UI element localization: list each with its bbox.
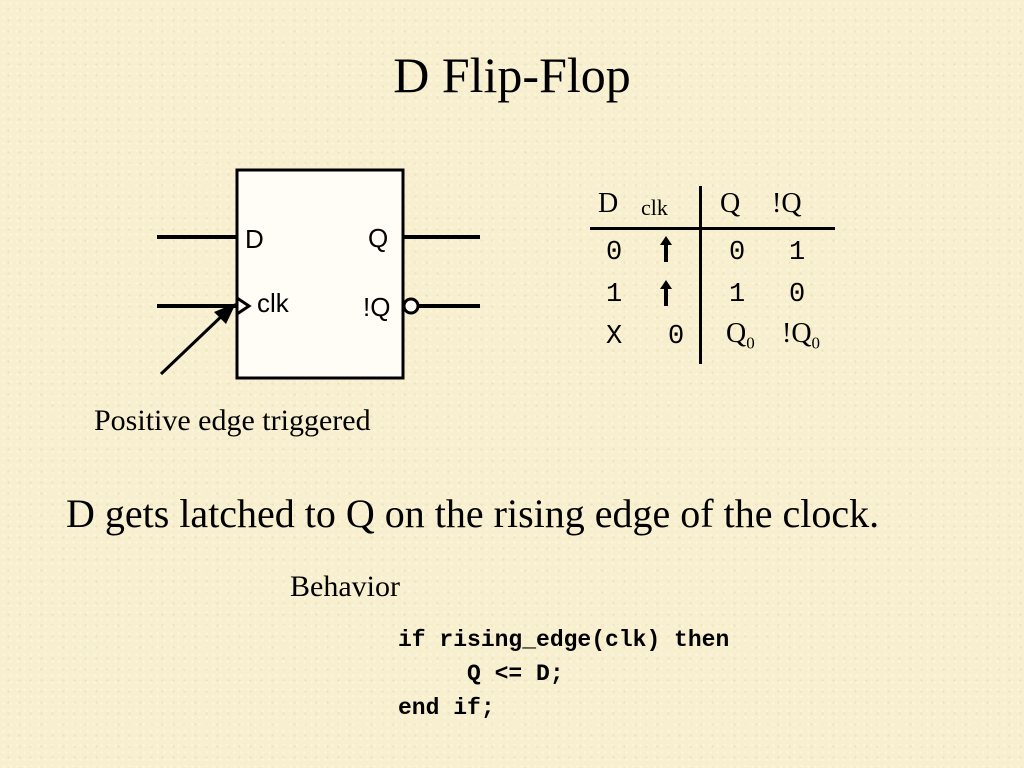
tt-cell: 0 — [668, 322, 685, 352]
code-line: Q <= D; — [467, 661, 564, 687]
code-line: end if; — [398, 695, 495, 721]
tt-cell: 1 — [729, 280, 746, 310]
main-statement: D gets latched to Q on the rising edge o… — [66, 491, 880, 536]
flip-flop-box — [235, 168, 405, 380]
pin-label-d: D — [245, 224, 264, 254]
rising-edge-arrow-icon — [660, 280, 672, 306]
tt-header-clk: clk — [641, 195, 668, 220]
pin-label-q: Q — [368, 223, 388, 253]
tt-cell-qbar-prev: !Q0 — [782, 318, 821, 353]
pin-label-qbar: !Q — [363, 292, 390, 322]
inversion-bubble — [402, 297, 420, 315]
diagram-caption: Positive edge triggered — [94, 404, 371, 437]
tt-cell: 0 — [789, 280, 806, 310]
flip-flop-symbol: D clk Q !Q — [157, 168, 480, 380]
pointer-arrow-shaft — [159, 310, 228, 376]
tt-header-qbar: !Q — [772, 188, 802, 219]
slide-title: D Flip-Flop — [393, 47, 631, 103]
tt-header-divider — [590, 227, 835, 230]
pointer-arrow-head — [214, 303, 236, 324]
tt-cell: 1 — [606, 280, 623, 310]
tt-column-divider — [699, 186, 702, 364]
behavior-label: Behavior — [290, 570, 400, 603]
rising-edge-arrow-icon — [660, 236, 672, 262]
tt-header-q: Q — [720, 188, 741, 219]
tt-cell: X — [606, 322, 623, 352]
tt-cell: 1 — [789, 238, 806, 268]
tt-cell-q-prev: Q0 — [726, 318, 755, 353]
code-line: if rising_edge(clk) then — [398, 627, 730, 653]
clock-edge-triangle — [236, 296, 252, 316]
tt-cell: 0 — [606, 238, 623, 268]
tt-header-d: D — [598, 188, 619, 219]
pin-label-clk: clk — [257, 288, 290, 318]
tt-cell: 0 — [729, 238, 746, 268]
